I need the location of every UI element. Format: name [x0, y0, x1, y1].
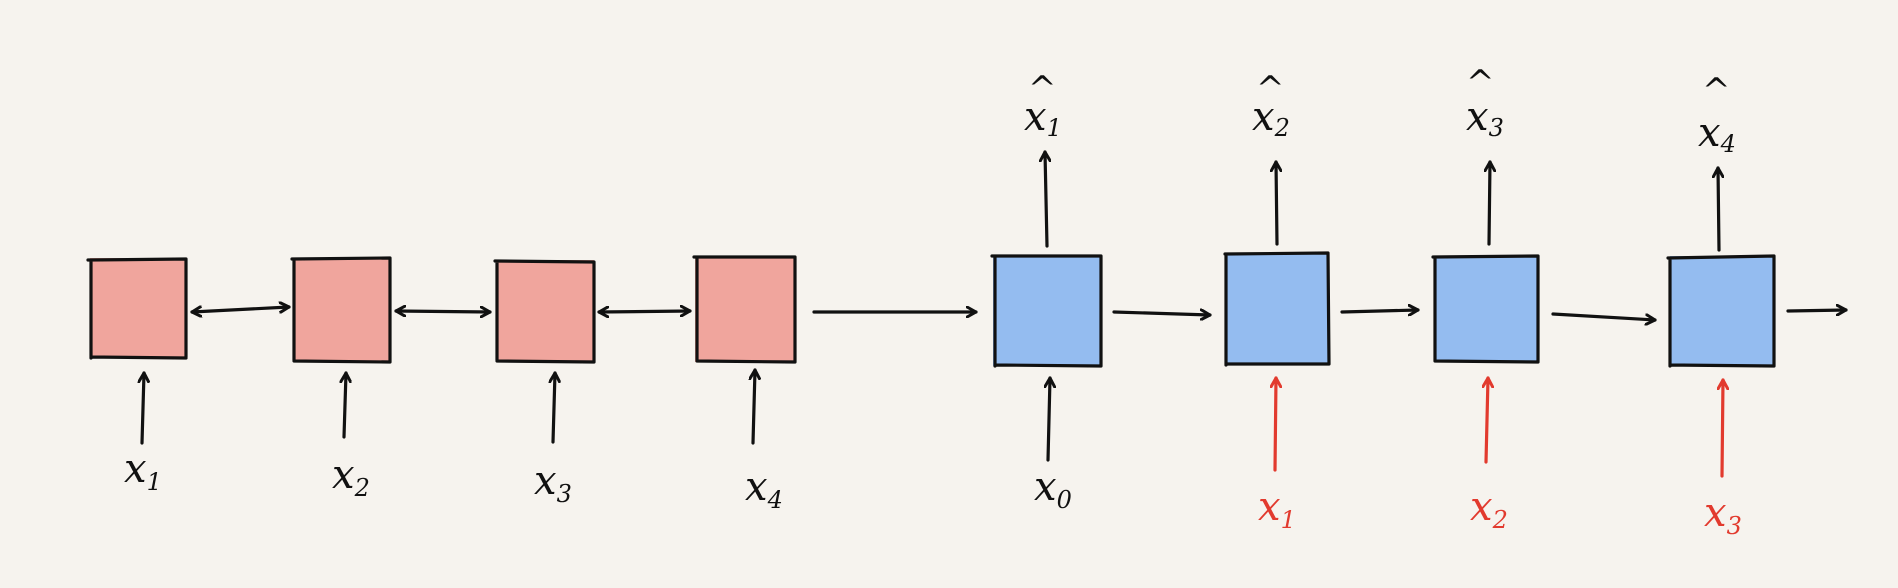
decoder-cell-1	[990, 254, 1103, 368]
encoder-cell-3	[493, 259, 596, 364]
encoder-input-label-1: x1	[124, 446, 162, 496]
svg-text:^: ^	[1028, 69, 1057, 109]
encoder-input-label-2: x2	[332, 452, 370, 502]
svg-text:x2: x2	[1252, 94, 1290, 142]
decoder-cell-3	[1431, 254, 1540, 364]
decoder-input-label-1: x1	[1258, 484, 1296, 534]
encoder: x1 x2 x3 x4	[86, 255, 797, 514]
svg-text:x1: x1	[1024, 94, 1062, 142]
decoder-output-arrow-2	[1276, 160, 1277, 246]
encoder-cell-4	[692, 255, 797, 364]
decoder-input-arrow-1	[1275, 376, 1276, 472]
encoder-input-arrow-3	[553, 371, 555, 444]
decoder-output-label-2: ^ x2	[1252, 69, 1290, 142]
decoder-link-3-4	[1551, 312, 1657, 320]
svg-text:x4: x4	[1698, 110, 1736, 158]
encoder-link-3-4	[597, 311, 692, 312]
decoder-cell-2	[1223, 251, 1331, 367]
decoder: ^ x1 ^ x2 ^ x3 ^ x4 x0 x1 x2 x3	[990, 63, 1848, 540]
decoder-cell-4	[1666, 254, 1776, 368]
decoder-output-arrow-3	[1489, 160, 1490, 246]
encoder-link-1-2	[190, 307, 291, 312]
encoder-input-arrow-2	[344, 371, 346, 439]
decoder-output-arrow-4	[1718, 166, 1719, 252]
svg-text:^: ^	[1256, 69, 1285, 109]
decoder-final-arrow	[1786, 310, 1848, 311]
decoder-input-label-2: x2	[1470, 484, 1508, 534]
svg-text:^: ^	[1702, 71, 1731, 111]
encoder-cell-1	[86, 257, 188, 360]
encoder-input-arrow-4	[753, 368, 755, 445]
decoder-link-1-2	[1112, 312, 1212, 315]
svg-text:x3: x3	[1466, 94, 1504, 142]
svg-text:^: ^	[1466, 63, 1495, 103]
encoder-input-label-3: x3	[534, 458, 572, 508]
decoder-input-arrow-0	[1048, 376, 1050, 462]
decoder-output-label-4: ^ x4	[1698, 71, 1736, 158]
decoder-link-2-3	[1340, 310, 1420, 312]
encoder-cell-2	[290, 256, 392, 364]
decoder-input-arrow-2	[1486, 376, 1488, 464]
encoder-input-label-4: x4	[745, 464, 783, 514]
decoder-output-arrow-1	[1045, 150, 1047, 248]
decoder-input-label-0: x0	[1034, 464, 1072, 514]
decoder-input-label-3: x3	[1704, 490, 1742, 540]
encoder-link-2-3	[394, 311, 492, 312]
decoder-output-label-3: ^ x3	[1466, 63, 1504, 142]
decoder-output-label-1: ^ x1	[1024, 69, 1062, 142]
decoder-input-arrow-3	[1722, 378, 1723, 478]
encoder-input-arrow-1	[142, 371, 144, 445]
